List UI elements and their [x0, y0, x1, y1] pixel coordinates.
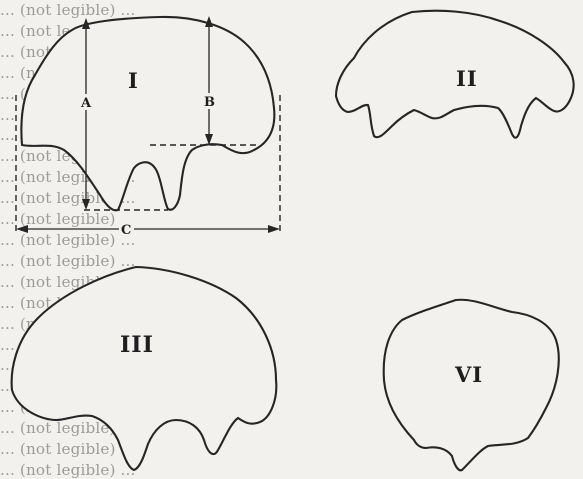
outline-shape-3 [10, 265, 278, 472]
shape-2-label: II [456, 66, 478, 91]
shape-3-label: III [120, 332, 154, 358]
shape-6-label: VI [454, 362, 483, 387]
dimension-c-label: C [121, 223, 131, 238]
outline-shape-1 [20, 15, 276, 212]
outline-shape-2 [334, 9, 575, 139]
dimension-a-label: A [80, 96, 92, 111]
dimension-b-label: B [204, 95, 215, 110]
dimension-guides [15, 16, 281, 233]
shape-1-label: I [128, 68, 139, 93]
outline-shape-6 [382, 298, 560, 472]
